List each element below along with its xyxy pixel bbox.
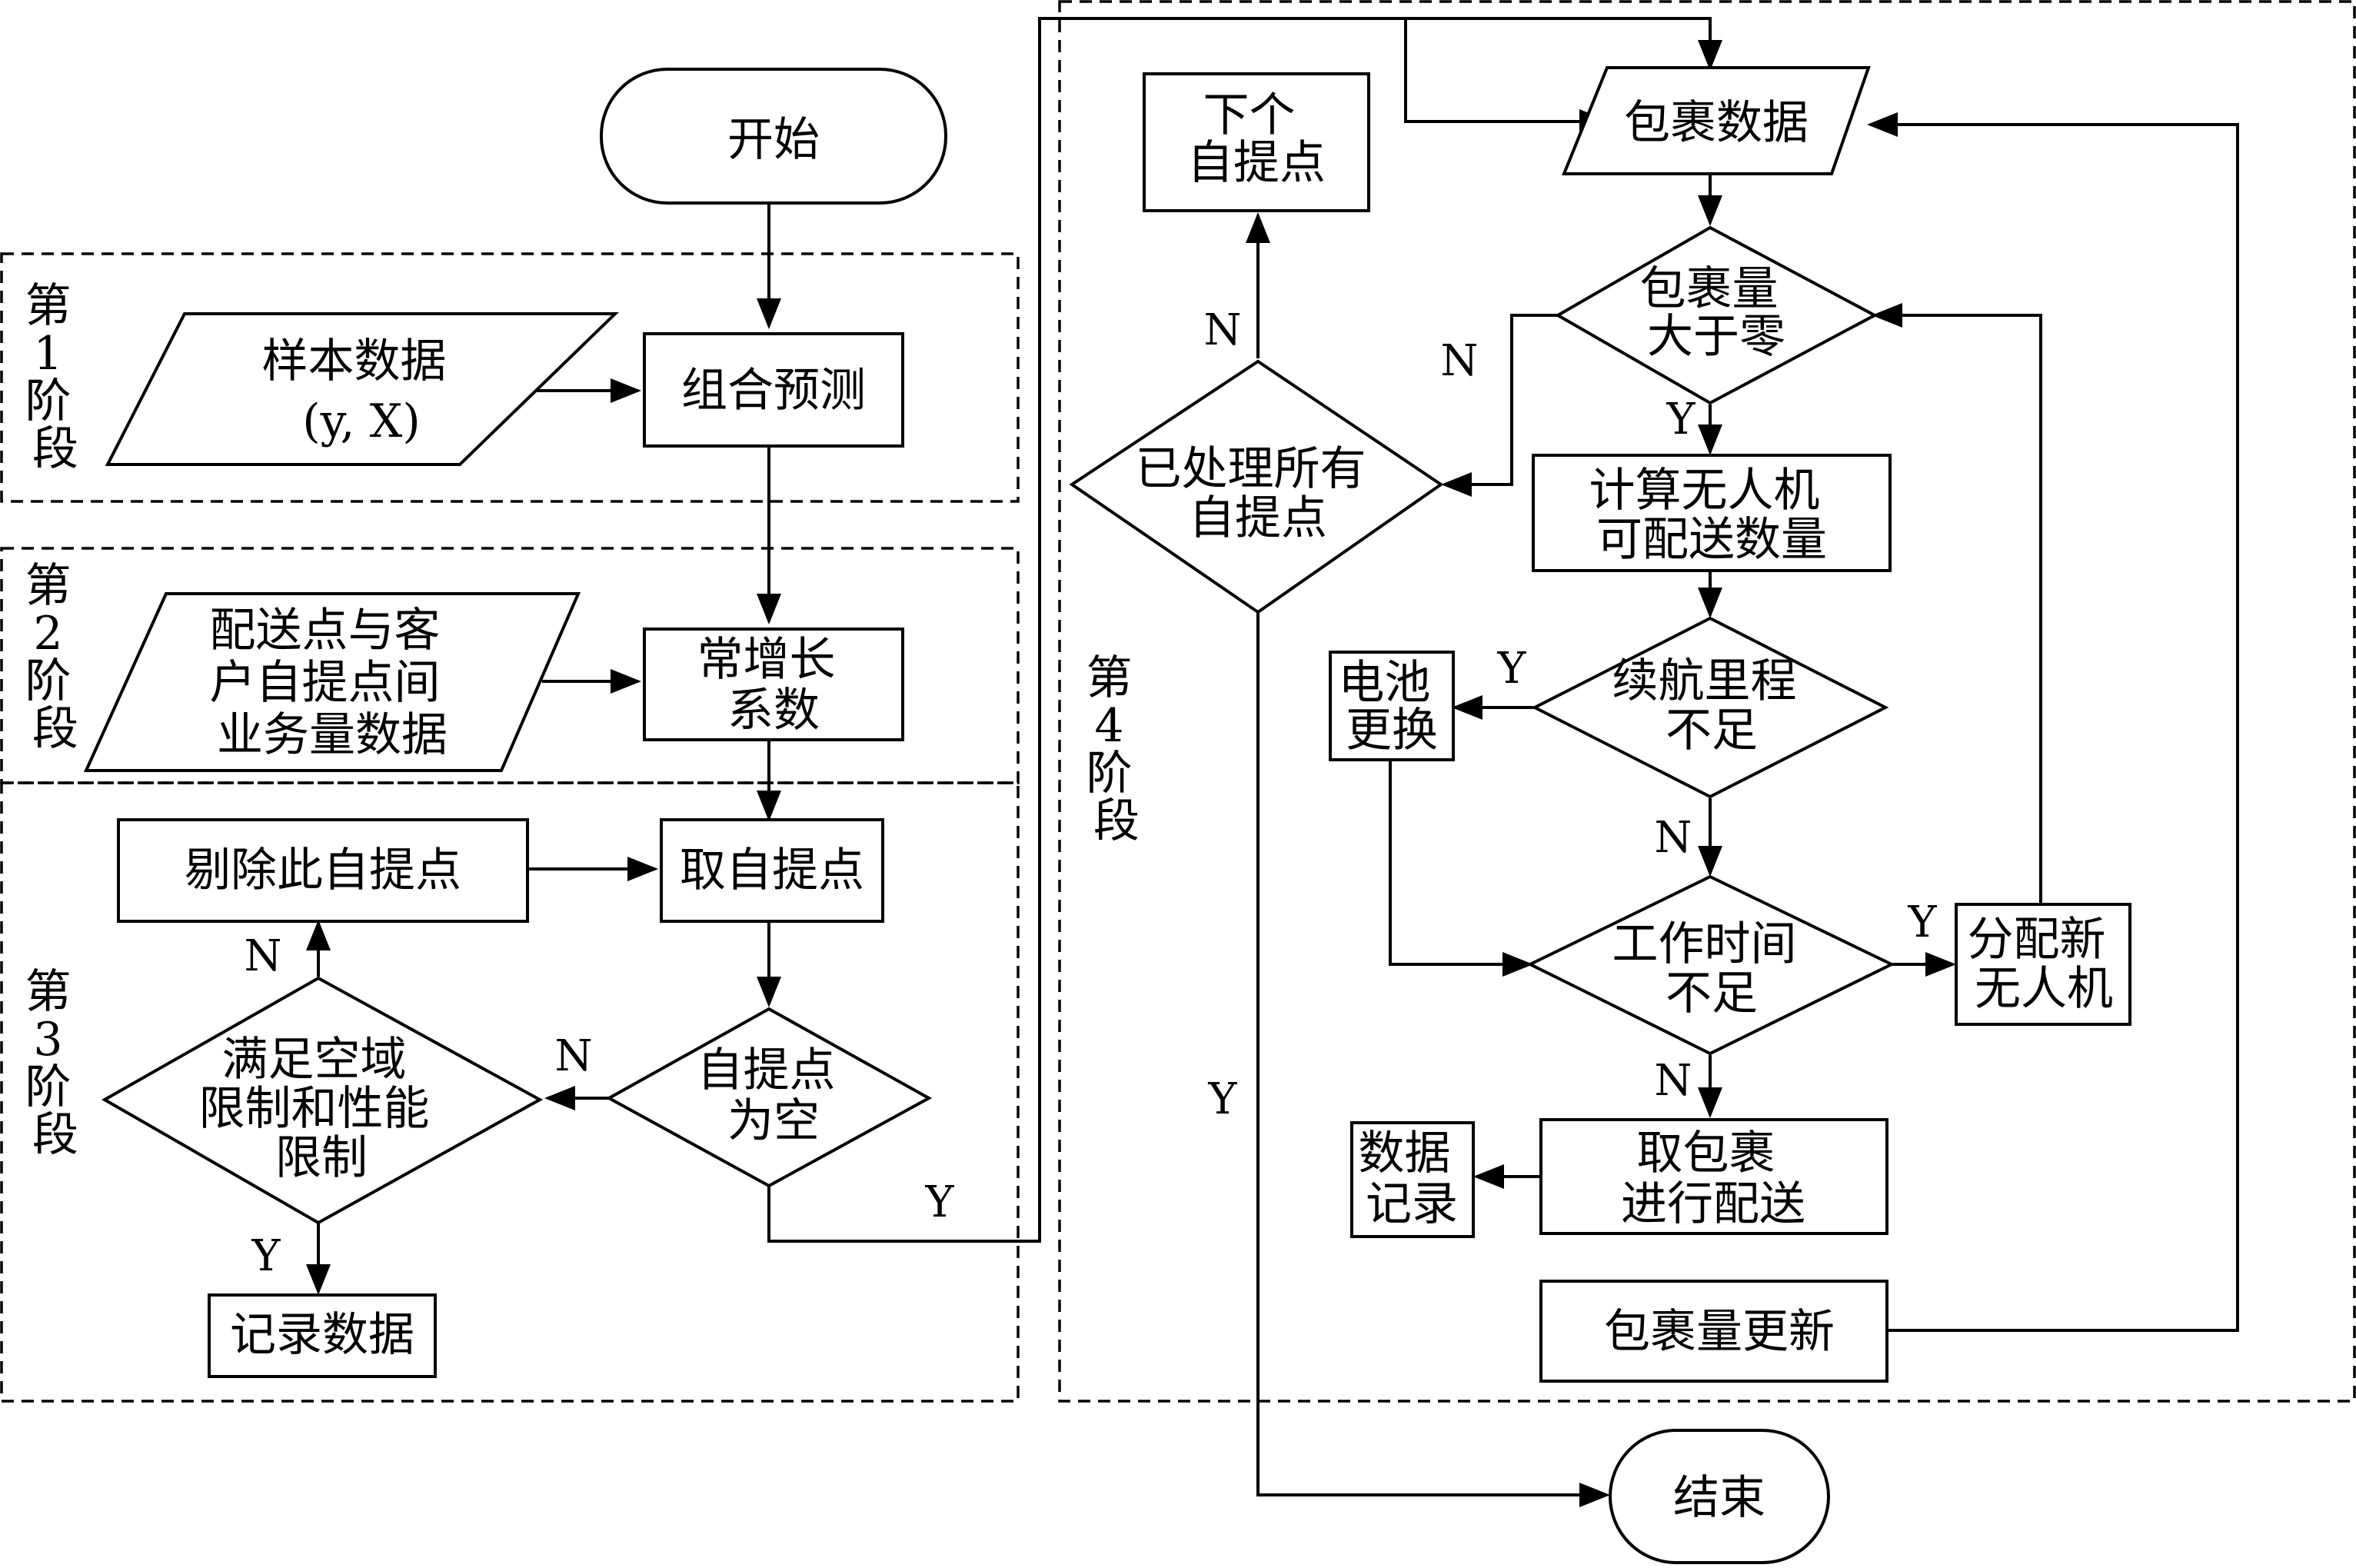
sample-data-label: 样本数据 (y, X) [261, 335, 461, 448]
airspace-decision: 满足空域 限制和性能 限制 [101, 976, 544, 1225]
record-data-process: 记录数据 [208, 1293, 437, 1378]
point-empty-label: 自提点 为空 [697, 1044, 850, 1148]
end-label: 结束 [1673, 1471, 1765, 1525]
assign-drone-label: 分配新 无人机 [1967, 913, 2120, 1016]
stage-3-label: 第 3 阶 段 [25, 965, 85, 1162]
business-volume-label: 配送点与客 户自提点间 业务量数据 [209, 604, 454, 762]
connectors [306, 17, 2239, 1507]
stage-4-label: 第 4 阶 段 [1086, 651, 1146, 848]
parcel-gt-zero-label: 包裹量 大于零 [1639, 262, 1792, 364]
label-airspace-no: N [245, 931, 282, 981]
range-short-label: 续航里程 不足 [1612, 654, 1811, 757]
assign-drone-process: 分配新 无人机 [1955, 903, 2131, 1026]
business-volume-input: 配送点与客 户自提点间 业务量数据 [83, 592, 581, 772]
parcel-gt-zero-decision: 包裹量 大于零 [1554, 225, 1878, 405]
label-airspace-yes: Y [251, 1231, 281, 1281]
parcel-data-label: 包裹数据 [1624, 96, 1809, 150]
update-parcel-process: 包裹量更新 [1539, 1280, 1888, 1383]
parcel-data-input: 包裹数据 [1562, 66, 1871, 175]
point-empty-decision: 自提点 为空 [605, 1007, 933, 1188]
stage-3-frame [0, 781, 1020, 1403]
airspace-label: 满足空域 限制和性能 限制 [198, 1033, 444, 1185]
label-parcel-zero-no: N [1441, 336, 1479, 386]
all-processed-decision: 已处理所有 自提点 [1069, 359, 1444, 614]
take-point-process: 取自提点 [660, 818, 884, 923]
label-worktime-no: N [1655, 1056, 1692, 1106]
compute-drones-label: 计算无人机 可配送数量 [1589, 464, 1834, 567]
take-parcel-label: 取包裹 进行配送 [1621, 1127, 1805, 1231]
label-range-no: N [1655, 813, 1692, 863]
all-processed-label: 已处理所有 自提点 [1135, 442, 1380, 545]
next-point-label: 下个 自提点 [1187, 88, 1326, 190]
take-parcel-process: 取包裹 进行配送 [1539, 1118, 1888, 1235]
combined-forecast-label: 组合预测 [681, 364, 866, 418]
combined-forecast-process: 组合预测 [643, 332, 904, 448]
battery-swap-label: 电池 更换 [1338, 656, 1445, 757]
growth-coefficient-process: 常增长 系数 [643, 628, 904, 741]
worktime-short-label: 工作时间 不足 [1612, 917, 1811, 1020]
growth-coefficient-label: 常增长 系数 [697, 633, 850, 737]
battery-swap-process: 电池 更换 [1329, 651, 1455, 761]
next-point-process: 下个 自提点 [1143, 72, 1370, 212]
stage-1-frame [0, 252, 1020, 503]
label-all-processed-no: N [1204, 305, 1242, 355]
compute-drones-process: 计算无人机 可配送数量 [1532, 454, 1892, 572]
update-parcel-label: 包裹量更新 [1604, 1305, 1835, 1359]
end-terminator: 结束 [1609, 1429, 1830, 1564]
label-parcel-zero-yes: Y [1666, 394, 1696, 444]
worktime-short-decision: 工作时间 不足 [1526, 874, 1895, 1056]
data-record-label: 数据 记录 [1358, 1127, 1465, 1231]
data-record-process: 数据 记录 [1350, 1121, 1475, 1238]
stage-2-label: 第 2 阶 段 [25, 559, 85, 756]
label-point-empty-no: N [555, 1031, 593, 1081]
remove-point-process: 剔除此自提点 [117, 818, 529, 923]
stage-4-frame [1058, 0, 2356, 1403]
label-all-processed-yes: Y [1208, 1074, 1238, 1124]
sample-data-input: 样本数据 (y, X) [105, 312, 619, 466]
take-point-label: 取自提点 [680, 844, 864, 897]
label-range-yes: Y [1497, 644, 1527, 694]
range-short-decision: 续航里程 不足 [1531, 616, 1889, 799]
label-worktime-yes: Y [1908, 897, 1938, 947]
remove-point-label: 剔除此自提点 [185, 844, 461, 897]
stage-1-label: 第 1 阶 段 [25, 279, 85, 476]
start-terminator: 开始 [600, 68, 947, 205]
start-label: 开始 [727, 113, 820, 167]
label-point-empty-yes: Y [925, 1177, 955, 1227]
record-data-label: 记录数据 [230, 1308, 414, 1362]
